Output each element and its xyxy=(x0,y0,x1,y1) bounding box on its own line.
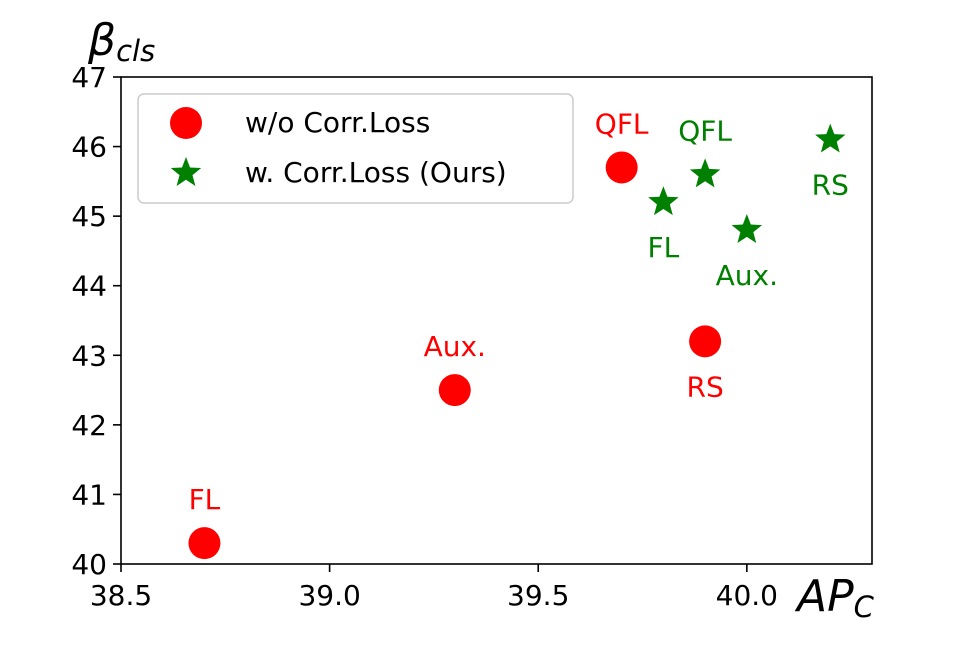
legend-label-with-corr-loss: w. Corr.Loss (Ours) xyxy=(245,156,507,189)
x-tick-label: 39.0 xyxy=(298,579,360,612)
legend: w/o Corr.Loss w. Corr.Loss (Ours) xyxy=(137,93,574,204)
data-point-star-aux xyxy=(731,214,763,243)
points-layer xyxy=(188,123,846,560)
y-axis-label-main: β xyxy=(87,15,116,66)
data-point-circle-fl xyxy=(188,527,221,560)
data-point-star-fl xyxy=(648,186,679,216)
x-tick-label: 39.5 xyxy=(507,579,569,612)
x-axis-label-sub: C xyxy=(854,590,875,624)
y-axis-label-sub: cls xyxy=(116,34,155,68)
y-tick-label: 45 xyxy=(71,200,107,233)
point-label-aux: Aux. xyxy=(716,259,778,292)
y-tick-label: 44 xyxy=(71,270,107,303)
x-axis-label: APC xyxy=(794,571,875,624)
plot-frame xyxy=(120,76,873,565)
legend-star-icon xyxy=(170,157,202,186)
point-label-fl: FL xyxy=(189,483,221,516)
y-tick-label: 42 xyxy=(71,409,107,442)
data-point-circle-rs xyxy=(689,325,722,358)
point-label-fl: FL xyxy=(648,231,680,264)
y-tick-label: 41 xyxy=(71,478,107,511)
data-point-circle-qfl xyxy=(605,151,638,184)
point-labels-layer: FL Aux. QFL RS FL QFL Aux. RS xyxy=(189,107,849,516)
point-label-aux: Aux. xyxy=(424,330,486,363)
legend-box xyxy=(137,93,574,204)
data-point-star-qfl xyxy=(689,158,721,188)
legend-marker-circle xyxy=(170,107,202,139)
point-label-rs: RS xyxy=(686,370,723,403)
y-tick-label: 43 xyxy=(71,339,107,372)
y-axis-label: βcls xyxy=(87,15,155,68)
legend-circle-icon xyxy=(170,107,202,139)
data-point-circle-aux xyxy=(438,374,471,407)
y-tick-label: 47 xyxy=(71,61,107,94)
y-tick-label: 46 xyxy=(71,131,107,164)
data-point-star-rs xyxy=(815,123,846,153)
legend-label-without-corr-loss: w/o Corr.Loss xyxy=(245,106,430,139)
y-tick-label: 40 xyxy=(71,548,107,581)
point-label-qfl: QFL xyxy=(595,107,649,140)
x-tick-label: 40.0 xyxy=(716,579,778,612)
x-tick-label: 38.5 xyxy=(90,579,152,612)
point-label-qfl: QFL xyxy=(678,114,732,147)
x-axis-label-main: AP xyxy=(794,571,854,622)
ticks-layer: 38.5 39.0 39.5 40.0 40 41 42 43 44 45 46 47 xyxy=(71,61,778,612)
legend-marker-star xyxy=(170,157,202,186)
point-label-rs: RS xyxy=(812,169,849,202)
